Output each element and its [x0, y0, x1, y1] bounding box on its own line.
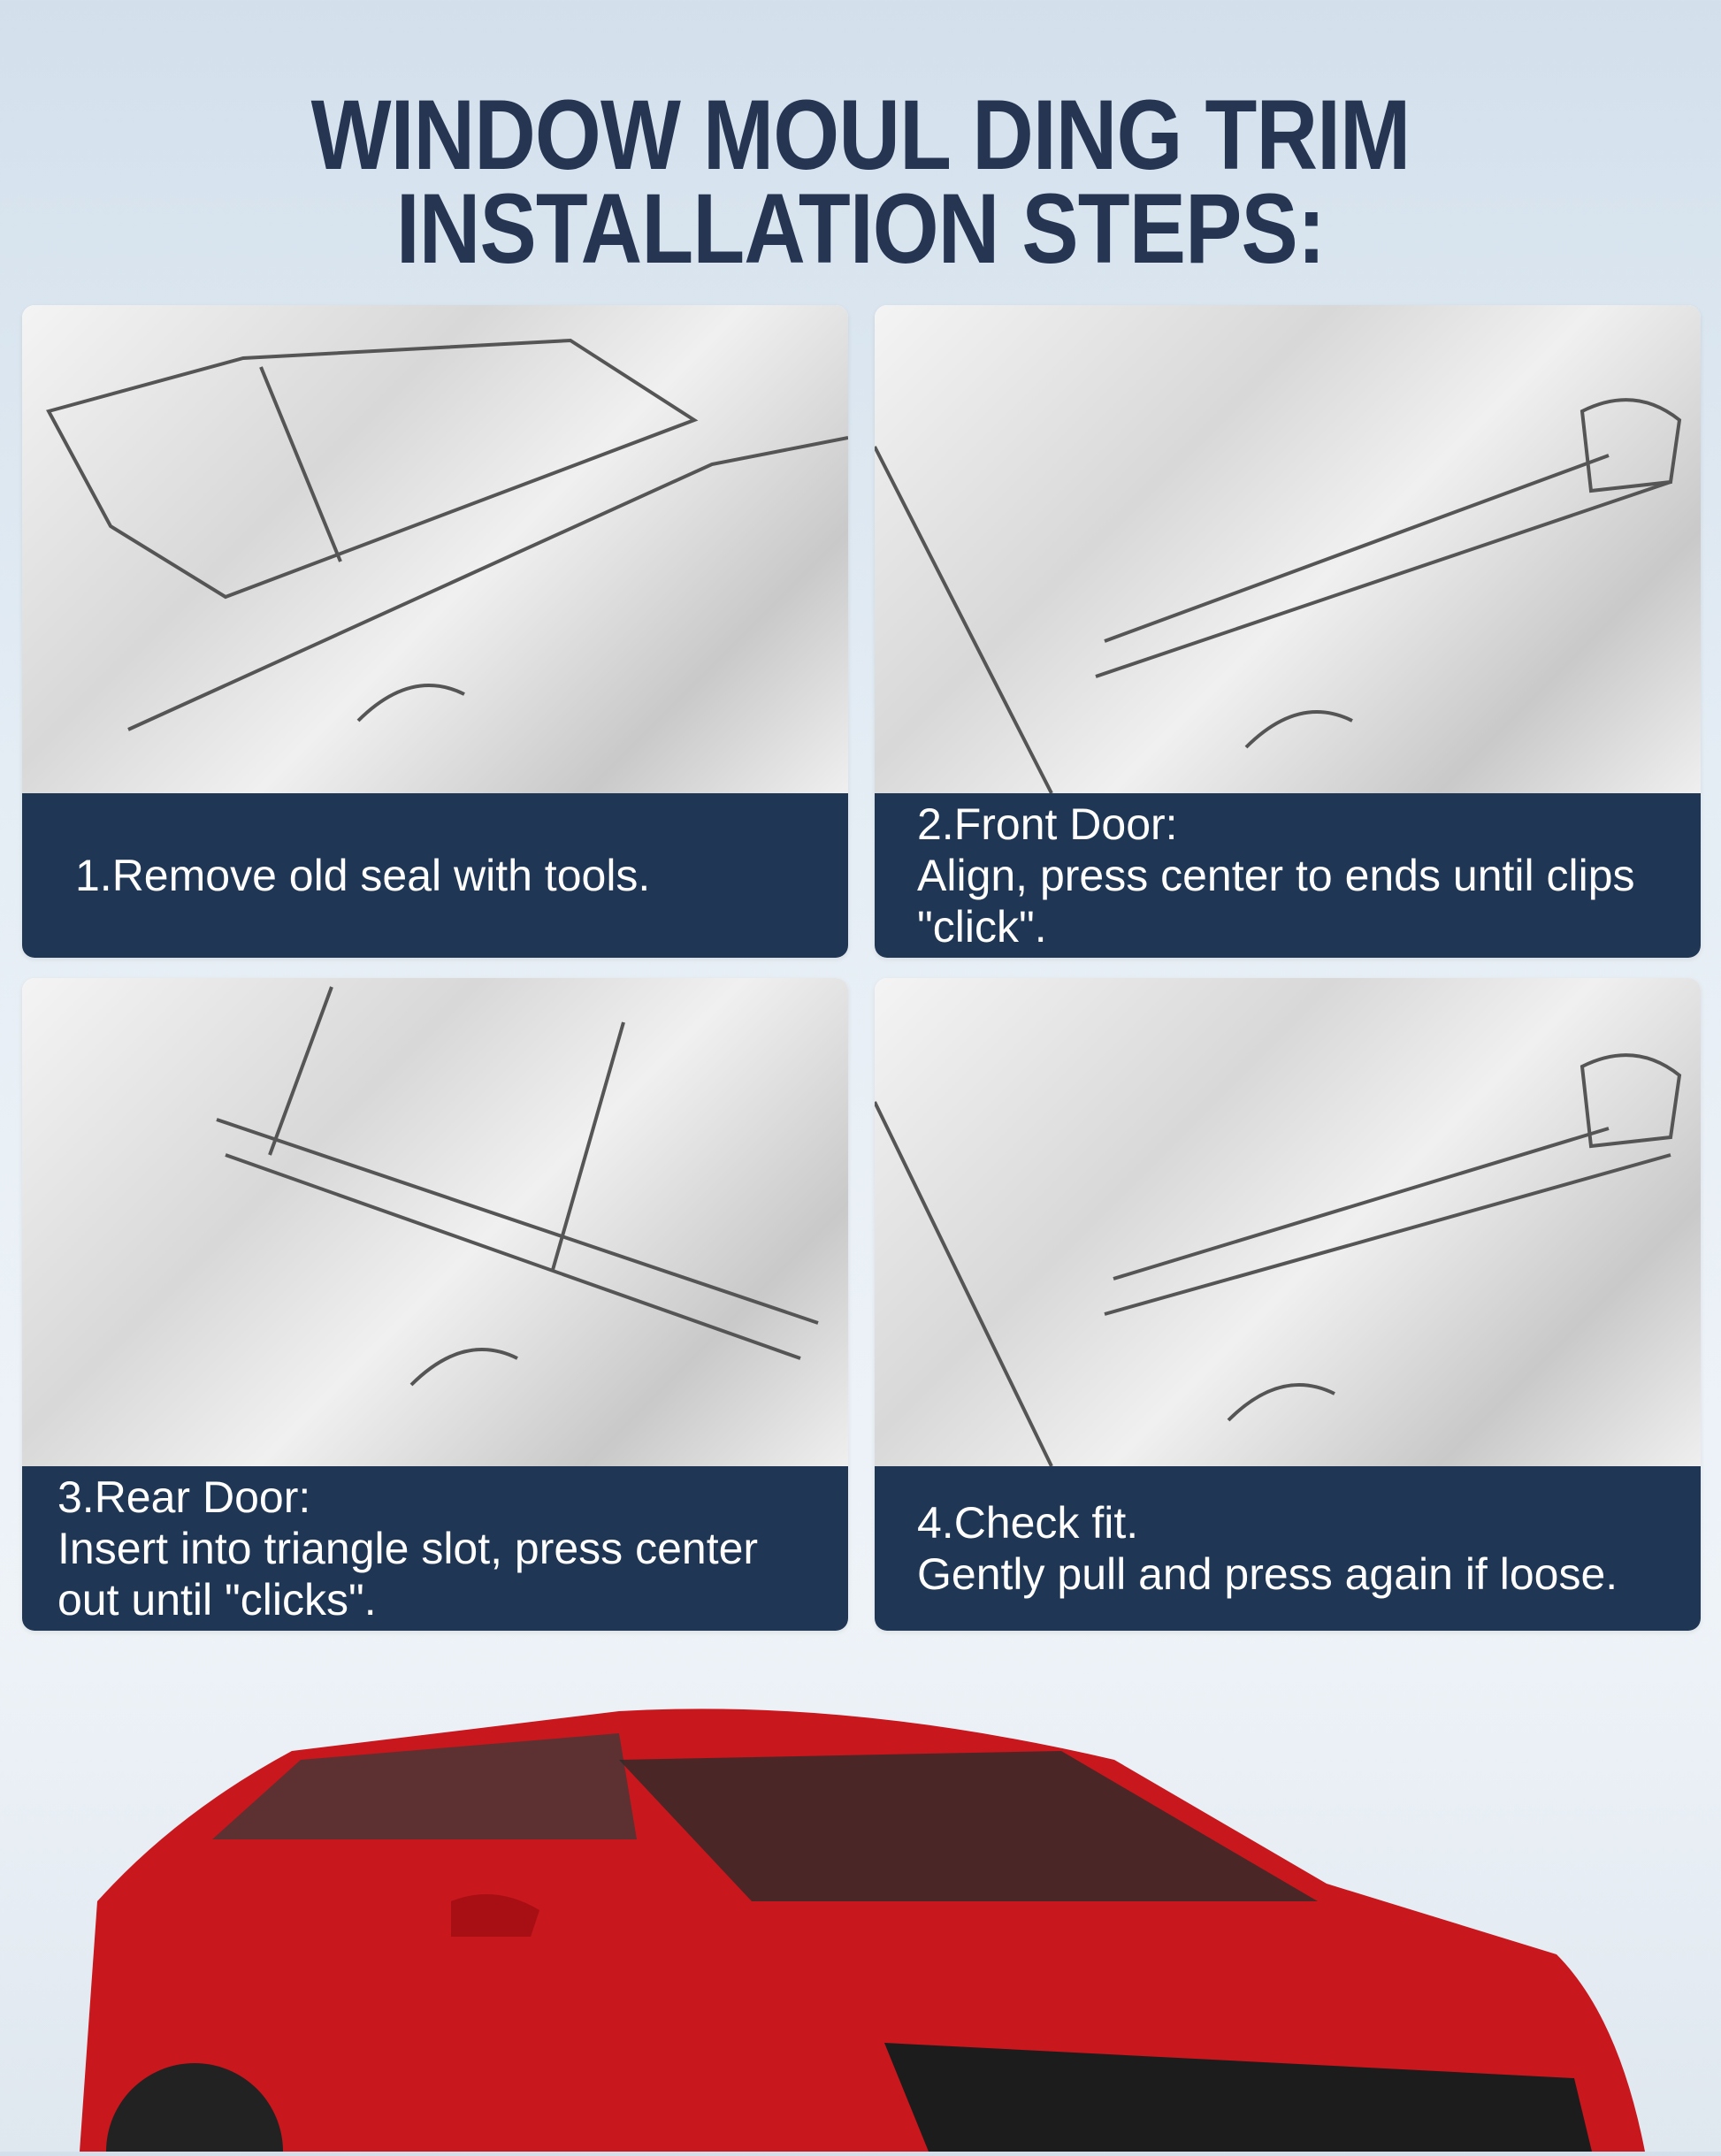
step-3-card: 3.Rear Door: Insert into triangle slot, …	[22, 978, 848, 1631]
step-4-sketch-image	[875, 978, 1701, 1467]
step-3-text: Insert into triangle slot, press center	[57, 1524, 759, 1573]
step-2-heading: 2.Front Door:	[917, 799, 1178, 849]
step-2-text-cont: "click".	[917, 902, 1047, 952]
step-2-caption: 2.Front Door: Align, press center to end…	[875, 793, 1701, 958]
step-1-caption: 1.Remove old seal with tools.	[22, 793, 848, 958]
step-2-sketch-image	[875, 305, 1701, 794]
red-sedan-image	[0, 1663, 1721, 2156]
title-line-1: WINDOW MOUL DING TRIM	[310, 80, 1411, 190]
step-4-caption: 4.Check fit. Gently pull and press again…	[875, 1466, 1701, 1631]
step-3-heading: 3.Rear Door:	[57, 1472, 311, 1522]
step-3-caption: 3.Rear Door: Insert into triangle slot, …	[22, 1466, 848, 1631]
step-2-card: 2.Front Door: Align, press center to end…	[875, 305, 1701, 958]
step-1-text: 1.Remove old seal with tools.	[75, 851, 651, 900]
step-1-card: 1.Remove old seal with tools.	[22, 305, 848, 958]
step-2-text: Align, press center to ends until clips	[917, 851, 1635, 900]
step-4-text: Gently pull and press again if loose.	[917, 1549, 1618, 1599]
step-4-card: 4.Check fit. Gently pull and press again…	[875, 978, 1701, 1631]
step-3-sketch-image	[22, 978, 848, 1466]
step-1-sketch-image	[22, 305, 848, 793]
step-3-text-cont: out until "clicks".	[57, 1575, 377, 1625]
page-title: WINDOW MOUL DING TRIM INSTALLATION STEPS…	[0, 80, 1721, 284]
step-4-heading: 4.Check fit.	[917, 1498, 1139, 1548]
title-line-2: INSTALLATION STEPS:	[395, 173, 1326, 284]
